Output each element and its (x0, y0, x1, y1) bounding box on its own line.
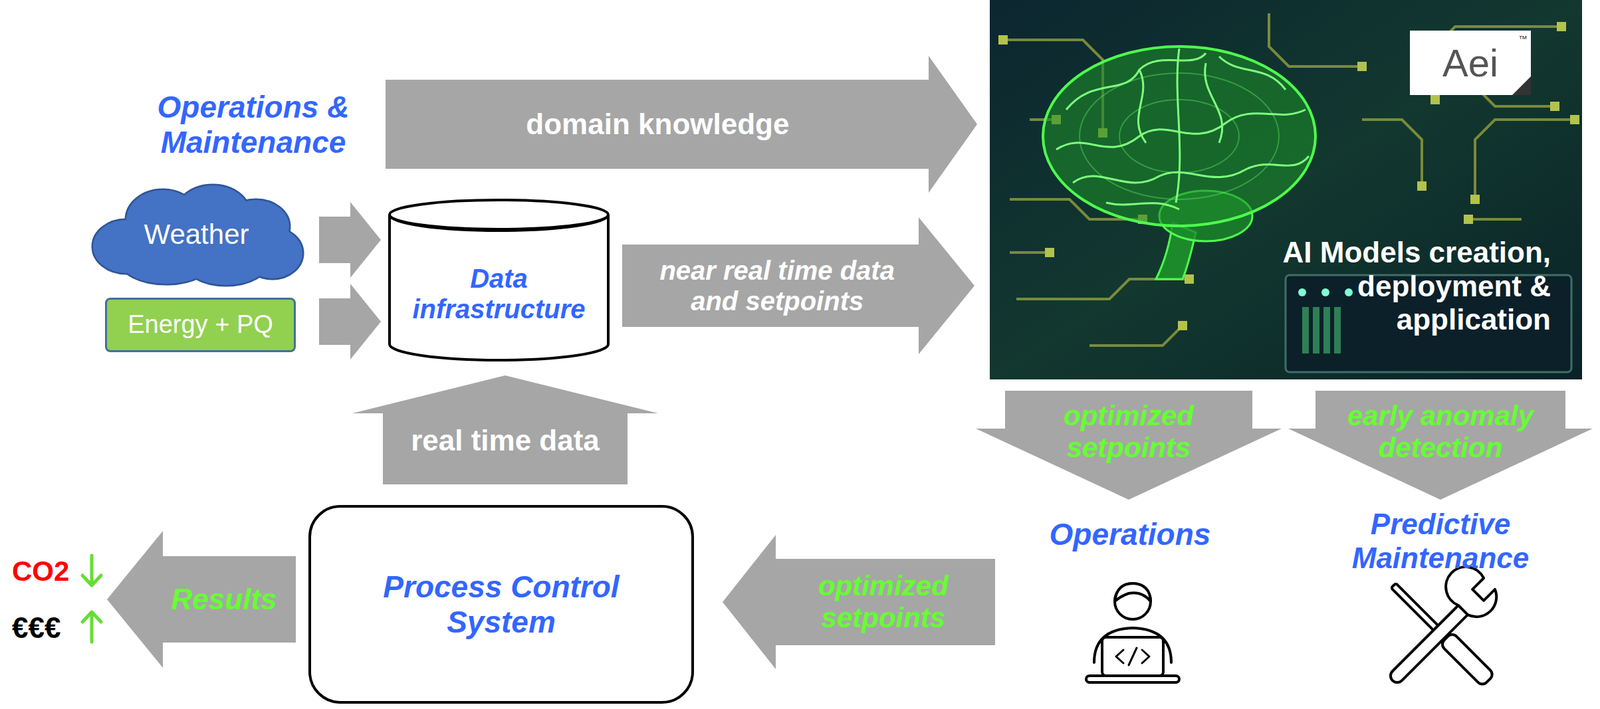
brain-fold (1175, 48, 1180, 203)
arrow-label: early anomaly detection (1330, 400, 1551, 465)
energy-box: Energy + PQ (105, 297, 296, 353)
cloud-shape (93, 185, 303, 286)
block-arrow (1288, 390, 1593, 500)
circuit-pad (1184, 274, 1194, 284)
brain-fold (1072, 156, 1309, 183)
arrow-label: optimized setpoints (1042, 400, 1216, 465)
brain-fold (1056, 109, 1306, 150)
circuit-trace (1362, 119, 1422, 187)
logo-text: Aei (1409, 30, 1531, 96)
trademark-mark: ™ (1516, 33, 1529, 44)
trend-arrows (82, 555, 102, 643)
ai-background (989, 0, 1583, 380)
node-text: Weather (97, 218, 297, 251)
developer-icon (1086, 583, 1180, 683)
node-text: Operations (1036, 517, 1224, 553)
brain-illustration (1042, 46, 1316, 280)
circuit-pad (1570, 114, 1580, 125)
process-box: Process Control System (308, 505, 694, 704)
circuit-pad (1044, 247, 1055, 258)
node-text: €€€ (11, 611, 61, 646)
circuit-pad (1556, 21, 1567, 32)
chip-light (1321, 288, 1330, 297)
block-arrow (622, 217, 975, 355)
block-arrow (385, 55, 978, 193)
chip-light (1344, 288, 1353, 297)
block-arrow (975, 390, 1282, 500)
circuit-trace (1009, 251, 1050, 254)
node-text: Data infrastructure (402, 263, 596, 325)
weather-cloud: Weather (86, 183, 307, 286)
chip-bar (1334, 307, 1341, 354)
arrow-label: near real time data and setpoints (650, 255, 904, 317)
circuit-pad (1470, 194, 1480, 205)
node-text: Predictive Maintenance (1337, 507, 1544, 575)
block-arrow (319, 283, 381, 360)
chip-bar (1323, 307, 1331, 354)
result-list: CO2 €€€ (9, 543, 83, 657)
brain-fold (1106, 202, 1180, 210)
brain-fold (1066, 53, 1206, 110)
circuit-pad (1430, 95, 1440, 105)
circuit-pad (1550, 101, 1560, 112)
node-text: Process Control System (361, 569, 641, 641)
circuit-pad (1357, 61, 1367, 72)
node-text: CO2 (11, 555, 70, 588)
chip-bar (1302, 307, 1309, 354)
block-arrow (107, 531, 296, 669)
chip-light (1298, 288, 1307, 297)
block-arrow (722, 535, 996, 670)
actor-label: Operations & Maintenance (143, 83, 363, 167)
brain-fold (1219, 56, 1286, 90)
circuit-trace (1268, 13, 1363, 67)
logo-plate (1409, 30, 1531, 96)
database-cylinder: Data infrastructure (387, 198, 611, 363)
circuit-pad (998, 35, 1008, 45)
node-text: Operations & Maintenance (143, 89, 363, 161)
node-text: AI Models creation, deployment & applica… (1258, 235, 1551, 338)
tools-icon (1368, 559, 1505, 696)
circuit-pad (1463, 214, 1474, 225)
down-arrow (82, 555, 102, 586)
block-arrow (352, 375, 659, 485)
circuit-trace (1089, 325, 1183, 346)
role-operations: Operations (1036, 511, 1224, 698)
block-arrow (319, 202, 381, 278)
up-arrow (82, 612, 102, 643)
circuit-pad (1177, 321, 1188, 331)
arrow-label: domain knowledge (504, 107, 811, 142)
logo-corner (1512, 76, 1531, 96)
role-maintenance: Predictive Maintenance (1337, 505, 1544, 698)
arrow-label: real time data (392, 424, 619, 458)
circuit-trace (1475, 119, 1575, 200)
cylinder-body (389, 214, 609, 361)
circuit-trace (1468, 218, 1522, 221)
cylinder-top (389, 200, 609, 230)
arrow-label: Results (157, 582, 291, 617)
circuit-trace (1016, 279, 1190, 300)
circuit-traces (1003, 13, 1575, 373)
chip-bar (1312, 307, 1320, 354)
brain-fold (1205, 63, 1223, 143)
circuit-pad (1417, 181, 1427, 191)
arrow-label: optimized setpoints (797, 570, 970, 635)
brain-fold (1138, 69, 1146, 143)
node-text: Energy + PQ (113, 310, 288, 340)
